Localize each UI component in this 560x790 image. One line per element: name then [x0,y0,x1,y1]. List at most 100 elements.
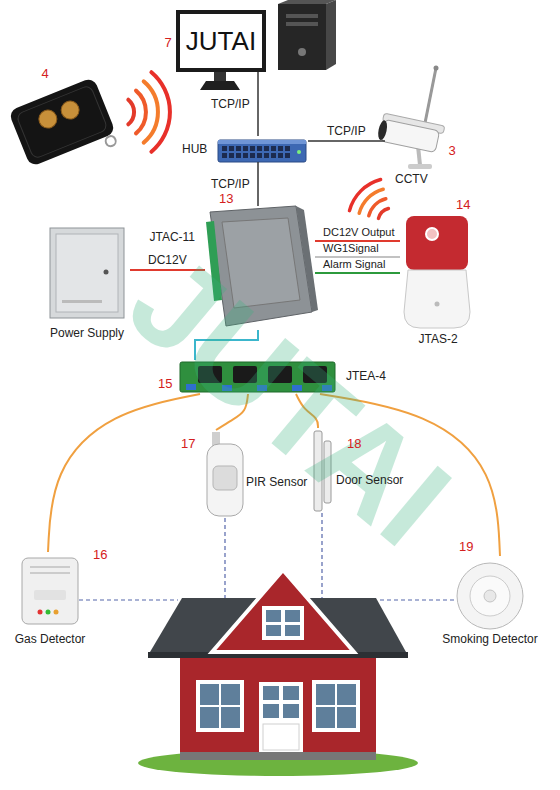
relay [268,366,292,383]
tower-top [278,0,336,4]
power-supply-device: Power Supply [44,222,130,344]
signal-arc [136,91,146,134]
door-pane [263,686,279,700]
monitor-stand [200,72,240,90]
terminal [322,385,332,391]
signal-arc [359,189,383,213]
cabinet [50,228,124,318]
connector [320,394,500,556]
power-button [298,48,306,56]
smoke-detector [457,563,523,629]
pir-body [207,444,243,516]
access-controller [206,206,318,326]
callout-number: 17 [181,436,195,451]
terminal [222,385,232,391]
dashed-link [380,599,456,600]
sensor-bar [314,431,322,511]
signal-arc [151,72,170,152]
pir-sensor [207,432,243,516]
edge-label: TCP/IP [209,97,252,111]
window-pane [266,625,281,636]
node-label: Door Sensor [336,473,403,487]
window-frame [196,680,244,732]
hub-body [218,140,306,162]
window-pane [200,707,219,728]
key-ring [104,135,117,148]
signal-arc [350,180,381,211]
door-pane [263,704,279,718]
hub-device: HUB [180,136,308,162]
node-label: Smoking Detector [442,632,537,646]
lawn [138,750,418,776]
siren-hole [435,302,440,307]
antenna [424,68,436,128]
remote-button [58,98,81,121]
terminal-strip [206,221,222,301]
led [38,610,43,615]
watermark: JUTAI [105,229,475,571]
callout-number: 4 [42,66,49,81]
magnet-bar [324,441,331,503]
hub-ports [222,146,292,159]
pir-sensor-device: PIR Sensor [202,430,310,522]
tower-side [326,0,336,70]
siren-lamp [406,216,468,270]
callout-number: 15 [158,376,172,391]
drive-bay [286,22,318,26]
siren-base [404,270,470,328]
led [54,610,59,615]
connector [48,394,200,552]
controller-panel [222,218,300,308]
wireless-signal [128,72,170,152]
antenna-tip [434,66,439,71]
camera-lens [377,120,389,141]
foundation [180,752,376,760]
callout-number: 13 [219,191,233,206]
gas-detector-device: Gas Detector [10,552,90,648]
connector [315,272,400,274]
connector [257,72,259,136]
callout-number: 7 [165,35,172,50]
node-label: JUTAI [186,26,256,56]
gable [212,570,354,652]
print-line [30,566,70,568]
signal-arc [379,209,389,219]
edge-label: TCP/IP [209,177,252,191]
node-label: JTAS-2 [418,332,457,346]
pir-lens [213,466,237,490]
door-sensor-device: Door Sensor [312,428,422,516]
connector [216,394,248,430]
relay [233,366,257,383]
callout-number: 19 [459,539,473,554]
connector [308,140,385,142]
relay [303,366,327,383]
led [46,610,51,615]
connector [257,162,259,206]
detector-chamber [470,576,510,616]
node-label: JTEA-4 [346,369,386,383]
terminal [292,385,302,391]
monitor-screen: JUTAI [176,10,266,72]
edge-label: Alarm Signal [321,258,387,271]
detector-base [457,563,523,629]
alarm-siren [404,216,470,328]
node-label: Power Supply [50,326,124,340]
gas-detector [22,558,78,624]
drive-bay [286,14,318,18]
smoke-detector-device: Smoking Detector [434,556,546,648]
dashed-link [224,518,225,598]
connector [130,269,205,271]
pcb [180,362,335,392]
window-pane [316,707,335,728]
connector [296,394,318,428]
network-hub [218,140,306,162]
door-pane [283,704,299,718]
dashed-link [79,599,178,600]
node-label: JTAC-11 [149,230,195,244]
cctv-camera [376,66,444,170]
signal-arc [128,100,134,125]
